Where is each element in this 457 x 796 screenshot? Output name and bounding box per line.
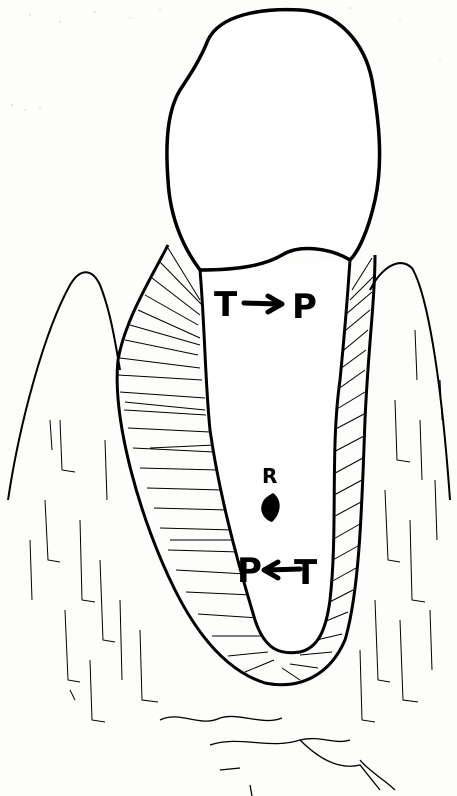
alveolar-bone-left [8,272,120,500]
bone-trabeculae-right [360,330,442,722]
label-bottom-left: P [237,551,262,591]
bone-floor [160,716,395,796]
label-bottom-right: T [294,553,318,593]
label-center: R [262,464,277,488]
label-top-left: T [214,285,238,325]
tooth-crown [167,10,380,270]
alveolar-bone-right [370,263,450,500]
bone-trabeculae-left [30,420,158,722]
label-top-right: P [292,287,317,327]
